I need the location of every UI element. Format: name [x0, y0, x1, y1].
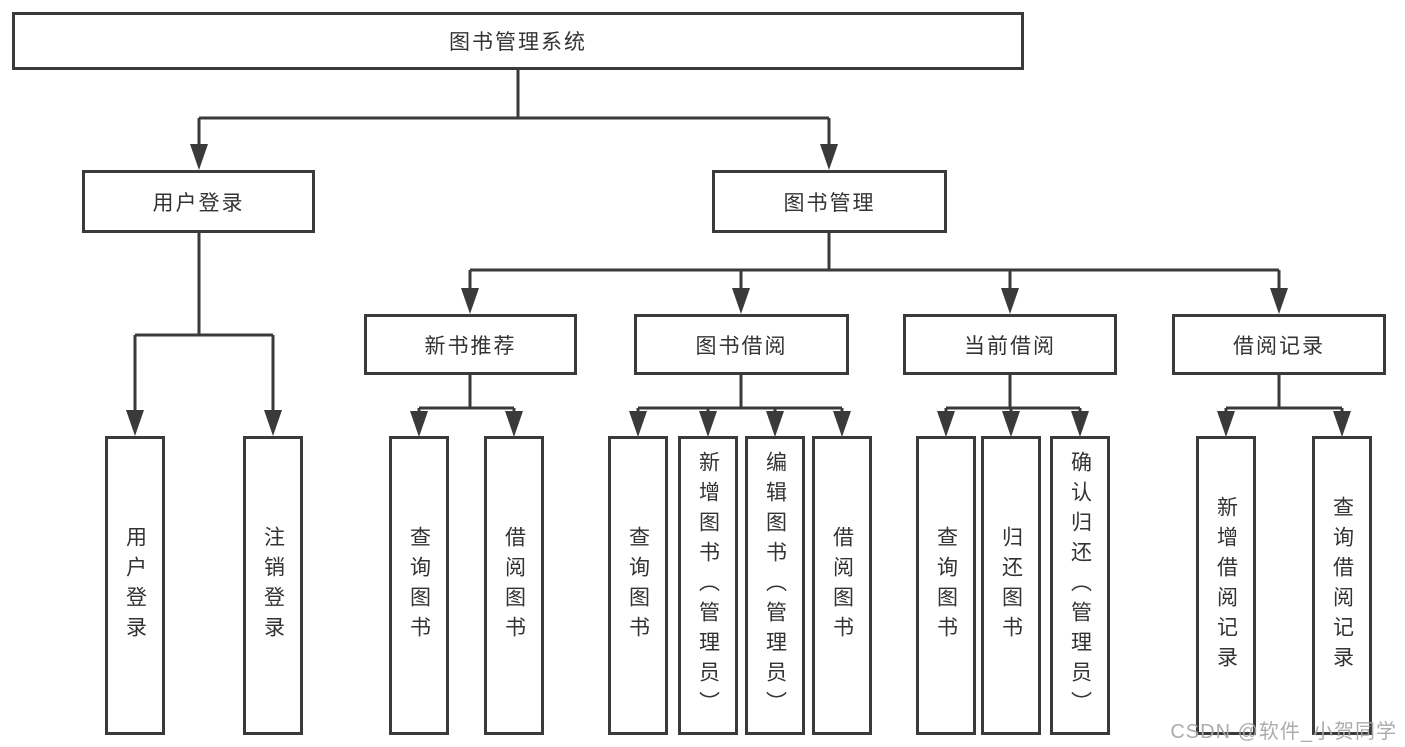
connector-borrow-records: [1224, 375, 1344, 414]
node-label: 图书借阅: [695, 334, 788, 358]
node-label: 查询图书: [626, 525, 650, 646]
node-label: 借阅图书: [830, 525, 854, 646]
node-borrow-books-recommend: 借阅图书: [484, 436, 544, 735]
node-label: 图书管理: [783, 191, 876, 215]
node-query-books-recommend: 查询图书: [389, 436, 449, 735]
connector-book-borrow: [636, 375, 844, 414]
node-label: 查询借阅记录: [1330, 495, 1354, 676]
node-label: 新增借阅记录: [1214, 495, 1238, 676]
node-logout-action: 注销登录: [243, 436, 303, 735]
node-label: 当前借阅: [964, 334, 1056, 358]
arrowheads: [126, 144, 1351, 437]
node-label: 借阅记录: [1233, 334, 1325, 358]
connector-current-borrow: [944, 375, 1082, 414]
node-user-login-action: 用户登录: [105, 436, 165, 735]
node-label: 确认归还（管理员）: [1068, 450, 1092, 721]
node-current-borrowing: 当前借阅: [903, 314, 1117, 375]
node-label: 用户登录: [152, 191, 245, 215]
node-confirm-return-admin: 确认归还（管理员）: [1050, 436, 1110, 735]
node-label: 图书管理系统: [449, 31, 587, 54]
node-add-book-admin: 新增图书（管理员）: [678, 436, 738, 735]
node-book-management: 图书管理: [712, 170, 947, 233]
node-query-books-current: 查询图书: [916, 436, 976, 735]
node-edit-book-admin: 编辑图书（管理员）: [745, 436, 805, 735]
connector-user-login: [133, 233, 275, 412]
node-label: 查询图书: [934, 525, 958, 646]
node-label: 借阅图书: [502, 525, 526, 646]
node-label: 注销登录: [261, 525, 285, 646]
node-add-borrow-record: 新增借阅记录: [1196, 436, 1256, 735]
node-query-books-borrow: 查询图书: [608, 436, 668, 735]
node-borrow-records: 借阅记录: [1172, 314, 1386, 375]
connector-new-book: [417, 375, 516, 414]
node-query-borrow-record: 查询借阅记录: [1312, 436, 1372, 735]
node-label: 新书推荐: [424, 334, 517, 358]
node-label: 归还图书: [999, 525, 1023, 646]
node-library-system: 图书管理系统: [12, 12, 1024, 70]
node-borrow-books: 借阅图书: [812, 436, 872, 735]
node-label: 用户登录: [123, 525, 147, 646]
node-label: 查询图书: [407, 525, 431, 646]
node-user-login: 用户登录: [82, 170, 315, 233]
connector-book-mgmt: [468, 233, 1281, 290]
node-label: 新增图书（管理员）: [696, 450, 720, 721]
csdn-watermark: CSDN @软件_小贺同学: [1170, 721, 1397, 743]
node-book-borrowing: 图书借阅: [634, 314, 849, 375]
node-return-books: 归还图书: [981, 436, 1041, 735]
connector-root: [197, 70, 831, 146]
node-new-book-recommend: 新书推荐: [364, 314, 577, 375]
node-label: 编辑图书（管理员）: [763, 450, 787, 721]
